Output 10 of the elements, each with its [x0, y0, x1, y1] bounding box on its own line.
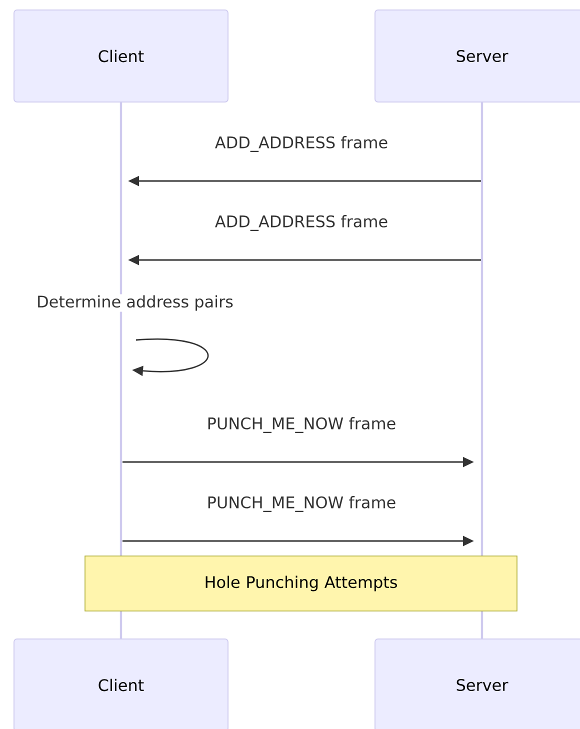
message-label: ADD_ADDRESS frame: [214, 214, 390, 232]
message-label: ADD_ADDRESS frame: [214, 135, 390, 153]
note-box: Hole Punching Attempts: [84, 556, 518, 612]
participant-box: Client: [14, 638, 228, 729]
participant-box: Server: [374, 638, 580, 729]
message-label: PUNCH_ME_NOW frame: [206, 416, 398, 434]
participant-box: Server: [374, 10, 580, 102]
participant-box: Client: [14, 10, 228, 102]
message-label: Determine address pairs: [36, 294, 234, 312]
message-label: PUNCH_ME_NOW frame: [206, 495, 398, 513]
